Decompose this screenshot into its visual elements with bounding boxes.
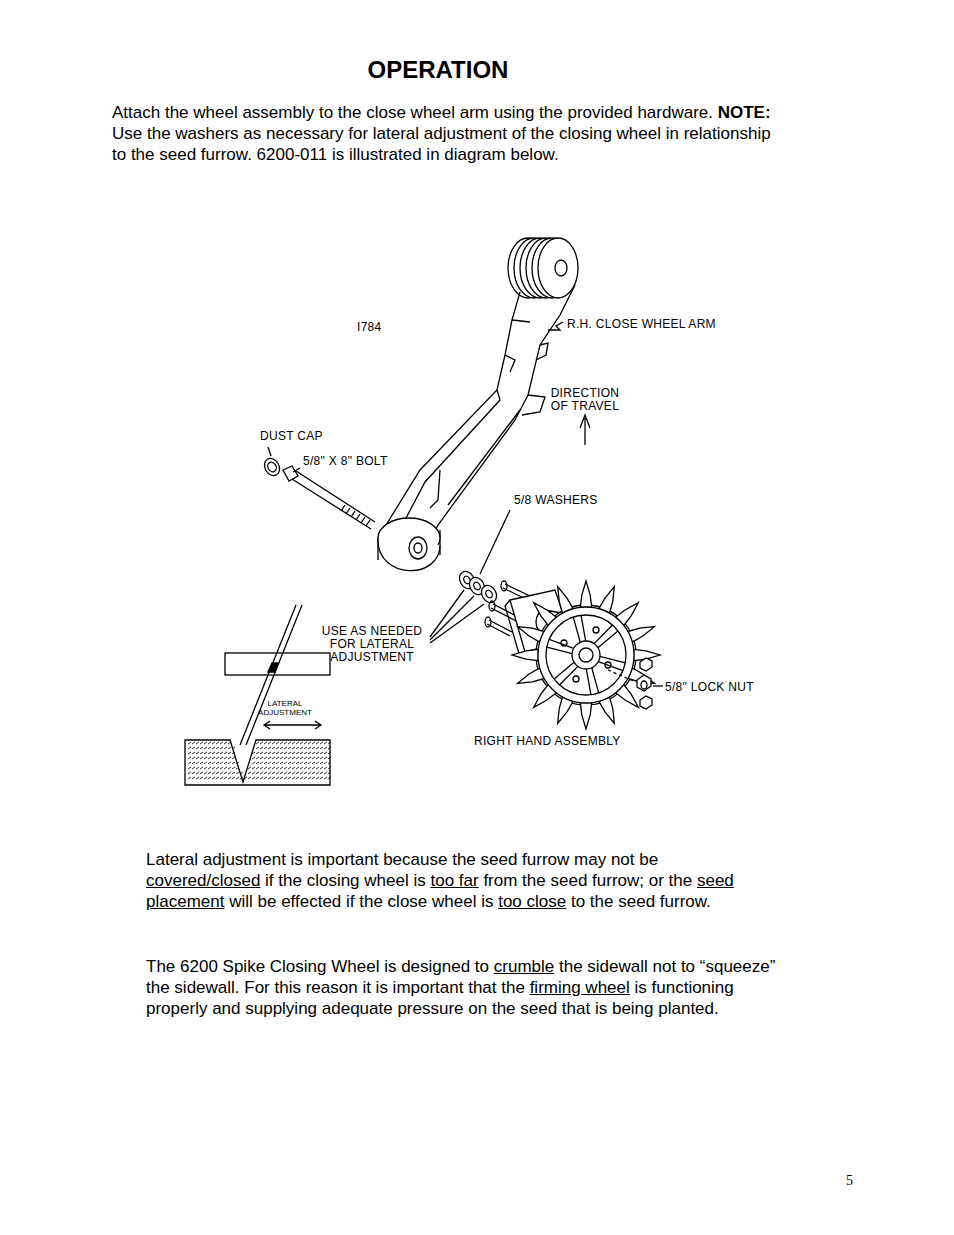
illustration-part: [637, 675, 651, 691]
illustration-part: [293, 468, 300, 472]
illustration-part: [561, 640, 567, 646]
part-label: USE AS NEEDED FOR LATERAL ADJUSTMENT: [317, 625, 427, 664]
illustration-part: [580, 415, 590, 445]
illustration-part: [512, 581, 660, 729]
illustration-part: [430, 470, 440, 508]
body-text: Use the washers as necessary for lateral…: [112, 124, 771, 164]
illustration-part: [505, 320, 548, 415]
illustration-part: [508, 238, 578, 298]
note-marker: NOTE:: [718, 103, 771, 122]
illustration-part: [580, 703, 591, 729]
body-text: will be effected if the close wheel is: [229, 892, 493, 911]
illustration-part: [264, 721, 321, 729]
illustration-part: [653, 685, 663, 686]
part-label: DIRECTION OF TRAVEL: [543, 387, 627, 413]
illustration-part: [573, 676, 579, 682]
illustration-part: [414, 543, 422, 553]
illustration-part: [489, 601, 495, 611]
emphasis-text: too close: [498, 892, 566, 911]
illustration-part: [448, 410, 520, 505]
part-label: I784: [357, 321, 382, 334]
illustration-part: [572, 641, 600, 669]
part-label: 5/8" X 8" BOLT: [303, 455, 388, 468]
part-label: LATERAL ADJUSTMENT: [245, 699, 325, 717]
illustration-part: [268, 663, 278, 672]
emphasis-text: too far: [430, 871, 478, 890]
illustration-part: [598, 656, 625, 670]
illustration-part: [538, 238, 578, 298]
emphasis-text: firming wheel: [530, 978, 630, 997]
illustration-part: [484, 589, 493, 599]
body-text: if the closing wheel is: [265, 871, 426, 890]
illustration-part: [188, 742, 331, 779]
part-label: R.H. CLOSE WHEEL ARM: [567, 318, 716, 331]
part-label: RIGHT HAND ASSEMBLY: [474, 735, 621, 748]
page-heading: OPERATION: [0, 56, 876, 84]
illustration-part: [430, 590, 484, 643]
illustration-part: [512, 649, 538, 660]
illustration-part: [573, 615, 585, 642]
illustration-part: [266, 461, 278, 474]
illustration-part: [640, 658, 652, 671]
illustration-part: [580, 581, 591, 607]
illustration-part: [378, 292, 520, 538]
illustration-part: [478, 583, 499, 606]
illustration-part: [586, 668, 598, 695]
illustration-part: [608, 670, 636, 682]
emphasis-text: covered/closed: [146, 871, 260, 890]
illustration-part: [185, 740, 330, 785]
part-label: DUST CAP: [260, 430, 323, 443]
illustration-part: [341, 505, 370, 526]
illustration-part: [501, 581, 507, 591]
illustration-part: [485, 617, 491, 627]
body-text: The 6200 Spike Closing Wheel is designed…: [146, 957, 489, 976]
illustration-part: [225, 653, 330, 675]
illustration-part: [555, 260, 567, 276]
illustration-part: [640, 696, 652, 709]
illustration-part: [261, 456, 282, 479]
illustration-part: [605, 662, 611, 668]
illustration-part: [188, 742, 331, 779]
illustration-part: [409, 537, 427, 559]
paragraph: Lateral adjustment is important because …: [146, 849, 776, 912]
body-text: from the seed furrow; or the: [483, 871, 692, 890]
illustration-part: [240, 605, 302, 745]
illustration-part: [268, 447, 271, 456]
illustration-part: [283, 466, 298, 481]
part-label: 5/8 WASHERS: [514, 494, 598, 507]
body-text: Attach the wheel assembly to the close w…: [112, 103, 713, 122]
illustration-part: [546, 615, 626, 695]
body-text: to the seed furrow.: [571, 892, 711, 911]
paragraph: The 6200 Spike Closing Wheel is designed…: [146, 956, 776, 1019]
illustration-part: [579, 648, 593, 662]
illustration-part: [472, 581, 481, 591]
illustration-part: [538, 607, 634, 703]
page-number: 5: [846, 1173, 853, 1189]
illustration-part: [593, 627, 599, 633]
paragraph: Attach the wheel assembly to the close w…: [112, 102, 777, 165]
illustration-part: [480, 510, 510, 574]
emphasis-text: crumble: [494, 957, 554, 976]
part-label: 5/8" LOCK NUT: [665, 681, 754, 694]
illustration-part: [548, 322, 563, 330]
body-text: Lateral adjustment is important because …: [146, 850, 658, 869]
illustration-part: [594, 625, 618, 648]
illustration-part: [641, 681, 647, 689]
illustration-part: [547, 639, 574, 653]
illustration-part: [292, 471, 375, 529]
